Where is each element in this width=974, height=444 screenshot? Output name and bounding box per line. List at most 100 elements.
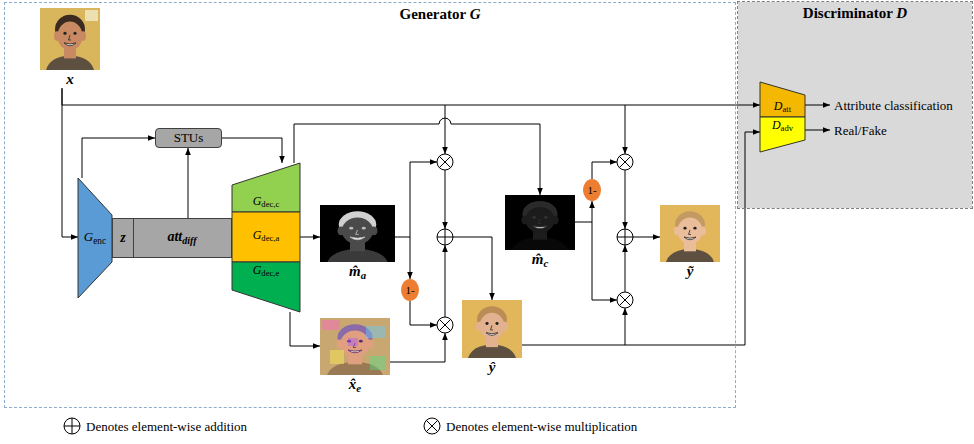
image-panel: x [40,8,100,88]
text-run: m̂ [532,251,544,267]
latent-box: z attdiff [112,218,232,258]
color-mask-picture [505,195,575,250]
generator-frame: xGencSTUszattdiffGdec,cGdec,aGdec,em̂ax̂… [5,3,735,407]
text-run: x [66,71,74,87]
frame-title: Discriminator D [748,5,962,22]
vector-label: attdiff [133,229,231,246]
multiplication-symbol [437,154,453,170]
multiplication-symbol [617,154,633,170]
text-run: D [772,118,781,132]
output-label: Real/Fake [834,124,887,139]
block-label: Dadv [772,119,793,134]
trapezoid-slice [760,117,805,152]
trapezoid-slice [760,82,805,117]
signal-wire [453,237,492,300]
image-panel: m̂c [505,195,575,269]
multiplication-symbol [617,292,633,308]
signal-wire [625,105,626,154]
text-run: G [84,229,93,244]
flow-arrow [294,118,540,195]
text-run: dec,c [261,199,279,209]
noise-patch [366,326,386,338]
noise-patch [370,356,386,370]
addition-symbol [64,418,80,434]
legend-text: Denotes element-wise multiplication [446,420,637,435]
signal-wire [445,105,446,154]
decoder-band: Gdec,c [232,163,300,212]
multiplication-symbol [437,317,453,333]
text-run: a [361,269,366,281]
signal-wire [410,162,437,237]
vector-label: z [113,230,133,246]
color-mask-picture [505,195,575,250]
block-label: Gdec,c [253,195,280,210]
addition-symbol [617,229,633,245]
multiplication-symbol [424,418,440,434]
text-run: diff [182,235,196,246]
multiplication-symbol [426,420,437,431]
trapezoid-slice [232,212,300,262]
signal-wire [390,105,830,362]
oval-shape [583,179,601,201]
frame-title: Generator G [335,6,545,23]
text-run: G [253,194,262,208]
text-run: att [167,229,182,244]
output-label-holder: Attribute classification [834,96,953,114]
noise-patch [330,350,344,364]
flow-arrow [290,312,320,346]
text-run: 1- [587,184,596,196]
text-run: x̂ [349,376,357,392]
signal-wire [592,222,617,300]
discriminator-band: Dadv [760,117,805,152]
multiplication-symbol [437,154,453,170]
encoder-trapezoid: Genc [78,178,112,298]
flow-arrow [62,88,760,105]
multiplication-symbol [617,154,633,170]
final-output-picture [660,205,720,262]
text-run: att [783,104,792,114]
face-picture [40,8,100,70]
text-run: dec,a [261,234,279,244]
legend-text: Denotes element-wise addition [86,420,247,435]
flow-arrow [575,201,592,222]
image-panel: x̂e [320,318,390,394]
text-run: G [470,6,481,22]
discriminator-band: Datt [760,82,805,117]
block-label: STUs [174,131,204,146]
block-label: Datt [774,100,791,115]
complement-oval: 1- [401,279,419,301]
block-label: Gdec,e [253,264,280,279]
addition-symbol [437,229,453,245]
addition-symbol [617,229,633,245]
attention-mask-picture [320,205,395,262]
block-label: Genc [84,230,106,246]
stu-box: STUs [155,128,222,148]
flow-arrow [62,88,78,237]
text-run: dec,e [261,268,279,278]
text-run: z [120,230,125,245]
text-run: G [253,228,262,242]
image-label: m̂a [349,263,366,281]
signal-wire [633,237,660,238]
signal-wire [625,308,626,345]
flow-arrow [522,132,760,345]
addition-symbol [64,418,80,434]
multiplication-symbol [424,418,440,434]
multiplication-symbol [437,317,453,333]
noise-patch [322,320,340,330]
signal-wire [625,170,626,229]
decoder-band: Gdec,a [232,212,300,262]
legend-entry: Denotes element-wise multiplication [446,417,637,435]
signal-wire [592,162,617,179]
trapezoid-slice [78,178,112,298]
operator-label: 1- [587,184,596,197]
addition-symbol [617,229,633,245]
trapezoid-slice [232,262,300,312]
attention-mask-picture [320,205,395,262]
multiplication-symbol [439,319,450,330]
text-run: D [896,5,907,21]
operator-label: 1- [405,284,414,297]
text-run: Generator [400,6,470,22]
flow-arrow [300,237,320,238]
multiplication-symbol [617,292,633,308]
